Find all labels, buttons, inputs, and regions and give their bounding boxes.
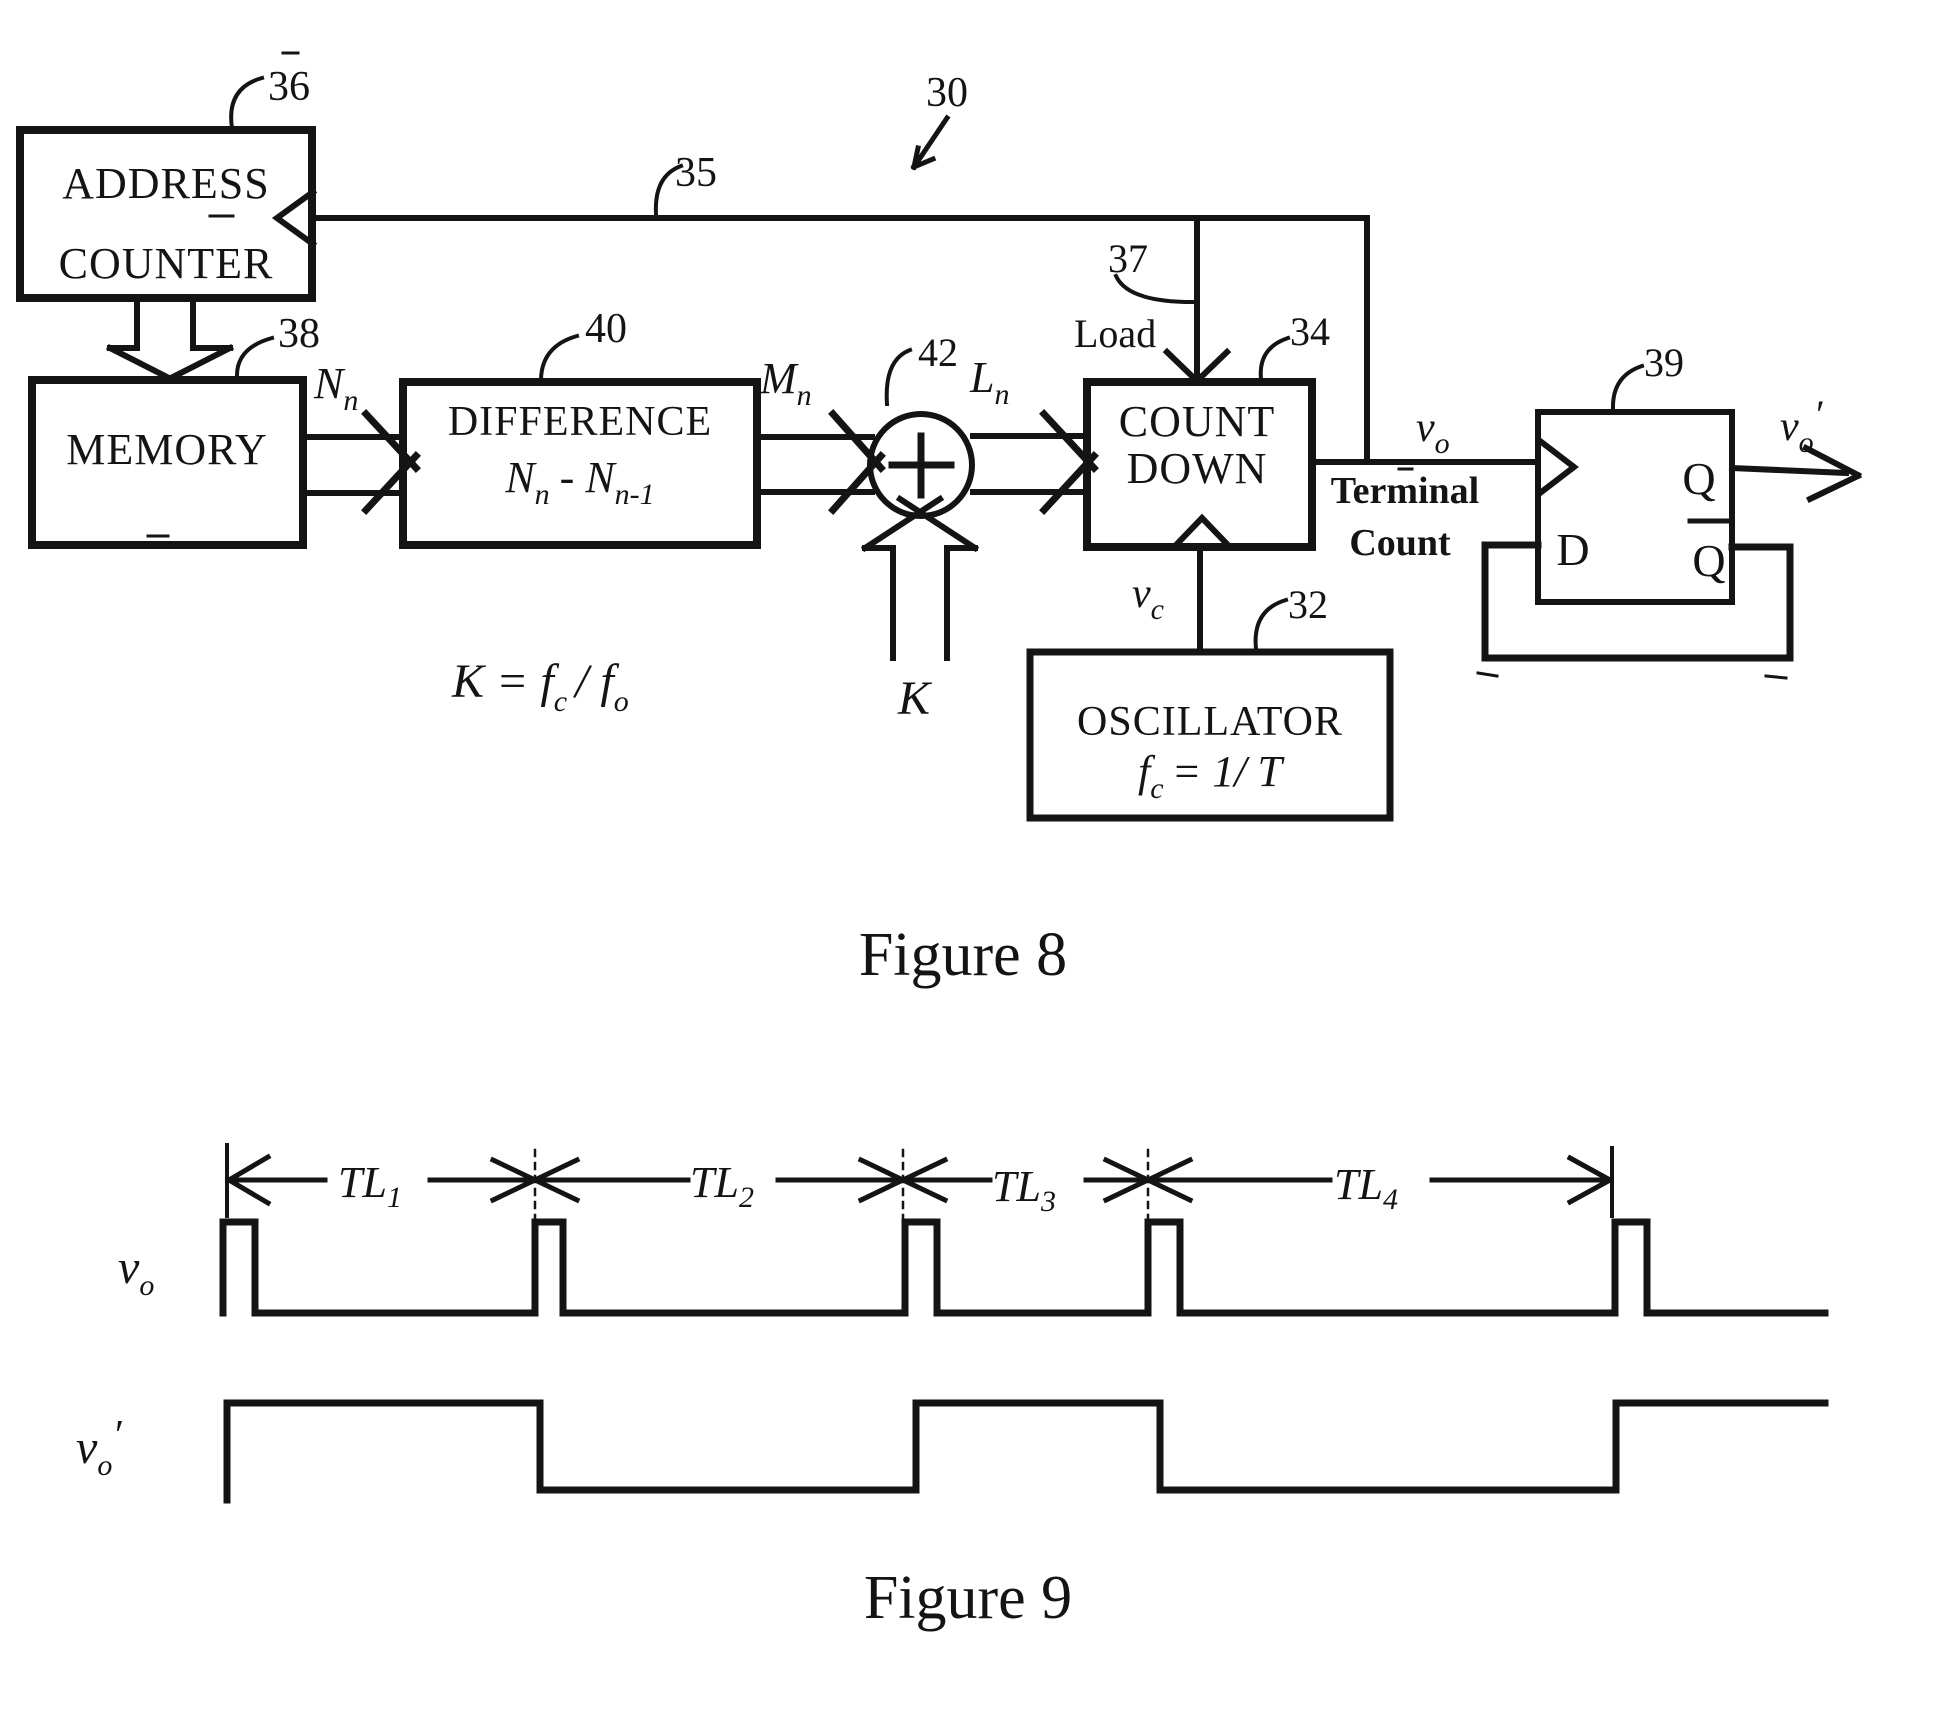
difference-label: DIFFERENCE bbox=[448, 399, 712, 445]
oscillator-label: OSCILLATOR bbox=[1077, 699, 1343, 745]
leader-34 bbox=[1258, 335, 1291, 382]
interval-label-tl4: TL4 bbox=[1334, 1160, 1398, 1216]
vo-prime-axis-label: vo′ bbox=[76, 1413, 122, 1482]
adder-to-countdown-bus-arrow-icon bbox=[1039, 409, 1099, 515]
oscillator-box bbox=[1026, 648, 1394, 822]
flipflop-qbar-label: Q bbox=[1692, 535, 1725, 586]
signal-vo-prime: vo′ bbox=[1780, 392, 1824, 459]
address-counter-input-arrowhead-icon bbox=[271, 187, 318, 249]
k-label: K bbox=[897, 672, 933, 725]
stray-dash-6 bbox=[1764, 674, 1788, 680]
leader-39 bbox=[1610, 363, 1645, 412]
vo-axis-label: vo bbox=[118, 1241, 154, 1302]
figure8-caption: Figure 8 bbox=[859, 921, 1067, 989]
leader-38 bbox=[234, 335, 275, 380]
difference-to-adder-bus-arrow-icon bbox=[828, 409, 886, 515]
ref-34: 34 bbox=[1290, 309, 1330, 354]
leader-32 bbox=[1253, 597, 1289, 652]
figure8-linework bbox=[16, 51, 1863, 822]
figure9-caption: Figure 9 bbox=[864, 1564, 1072, 1632]
vo-prime-line bbox=[1728, 464, 1850, 477]
k-equation: K = fc/ fo bbox=[451, 655, 629, 718]
feedback-line bbox=[310, 215, 1370, 465]
flipflop-q-label: Q bbox=[1682, 453, 1715, 504]
ref-42: 42 bbox=[918, 330, 958, 375]
signal-mn: Mn bbox=[759, 354, 812, 412]
interval-label-tl3: TL3 bbox=[992, 1162, 1056, 1218]
interval-label-tl1: TL1 bbox=[338, 1158, 402, 1214]
leader-42 bbox=[884, 347, 913, 407]
stray-dash-5 bbox=[1476, 671, 1499, 678]
figure8-text: ADDRESS COUNTER 36 MEMORY 38 DIFFERENCE … bbox=[59, 64, 1824, 989]
signal-nn: Nn bbox=[313, 359, 358, 417]
ref-36: 36 bbox=[268, 64, 310, 110]
signal-vc: vc bbox=[1132, 571, 1164, 626]
leader-36 bbox=[229, 75, 265, 131]
difference-formula: Nn- Nn-1 bbox=[504, 453, 654, 511]
plus-icon bbox=[888, 432, 955, 499]
vo-prime-waveform bbox=[223, 1399, 1829, 1504]
address-counter-box bbox=[16, 126, 316, 302]
k-input-arrow-icon bbox=[860, 494, 980, 661]
count-down-label-line1: COUNT bbox=[1119, 397, 1276, 446]
leader-40 bbox=[538, 333, 580, 382]
memory-to-difference-bus-arrow-icon bbox=[361, 409, 421, 515]
vo-waveform bbox=[219, 1218, 1829, 1317]
address-to-memory-arrow-icon bbox=[105, 298, 235, 382]
load-label: Load bbox=[1074, 311, 1156, 356]
vo-prime-arrowhead-icon bbox=[1801, 443, 1863, 504]
difference-box bbox=[399, 378, 761, 549]
leader-35 bbox=[653, 163, 684, 217]
terminal-count-label-line1: Terminal bbox=[1331, 470, 1480, 512]
ref-39: 39 bbox=[1644, 340, 1684, 385]
left-arrowhead-icon bbox=[225, 1153, 272, 1207]
ref-38: 38 bbox=[278, 311, 320, 357]
load-arrowhead-icon bbox=[1162, 347, 1232, 385]
leader-37 bbox=[1113, 273, 1195, 305]
oscillator-formula: fc= 1/ T bbox=[1138, 747, 1285, 805]
ref-40: 40 bbox=[585, 306, 627, 352]
ref-35: 35 bbox=[675, 150, 717, 196]
flipflop-clock-triangle-icon bbox=[1535, 436, 1579, 498]
count-down-label-line2: DOWN bbox=[1127, 444, 1268, 493]
ref-30: 30 bbox=[926, 70, 968, 116]
ref-37: 37 bbox=[1108, 236, 1148, 281]
flip-flop-box bbox=[1535, 409, 1735, 605]
signal-vo: vo bbox=[1416, 405, 1450, 460]
interval-label-tl2: TL2 bbox=[690, 1158, 754, 1214]
figure9-text: TL1 TL2 TL3 TL4 vo vo′ Figure 9 bbox=[76, 1158, 1398, 1632]
memory-label: MEMORY bbox=[66, 425, 268, 474]
flipflop-d-label: D bbox=[1556, 524, 1589, 575]
ref-32: 32 bbox=[1288, 582, 1328, 627]
flipflop-feedback-line bbox=[1481, 541, 1794, 662]
address-counter-label-line2: COUNTER bbox=[59, 239, 274, 288]
signal-ln: Ln bbox=[969, 353, 1009, 411]
address-counter-label-line1: ADDRESS bbox=[62, 159, 270, 208]
right-arrowhead-icon bbox=[1566, 1154, 1614, 1206]
countdown-clock-caret-icon bbox=[1172, 513, 1232, 549]
terminal-count-label-line2: Count bbox=[1349, 522, 1451, 564]
figure9-linework bbox=[219, 1143, 1829, 1504]
system-pointer-arrow-icon bbox=[910, 114, 951, 171]
